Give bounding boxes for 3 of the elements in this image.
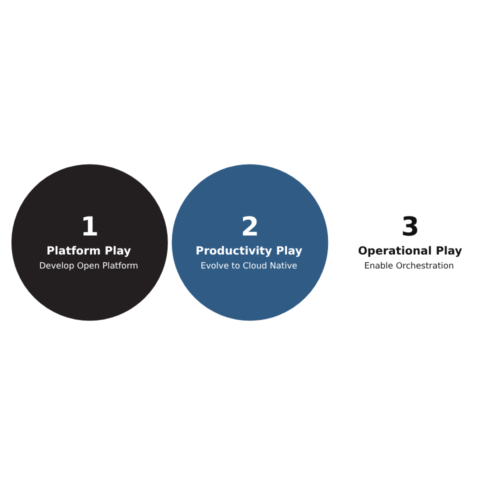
node-text: 3 Operational Play Enable Orchestration	[358, 212, 462, 271]
node-circle: 1 Platform Play Develop Open Platform	[11, 164, 168, 320]
node-circle: 2 Productivity Play Evolve to Cloud Native	[172, 164, 328, 320]
